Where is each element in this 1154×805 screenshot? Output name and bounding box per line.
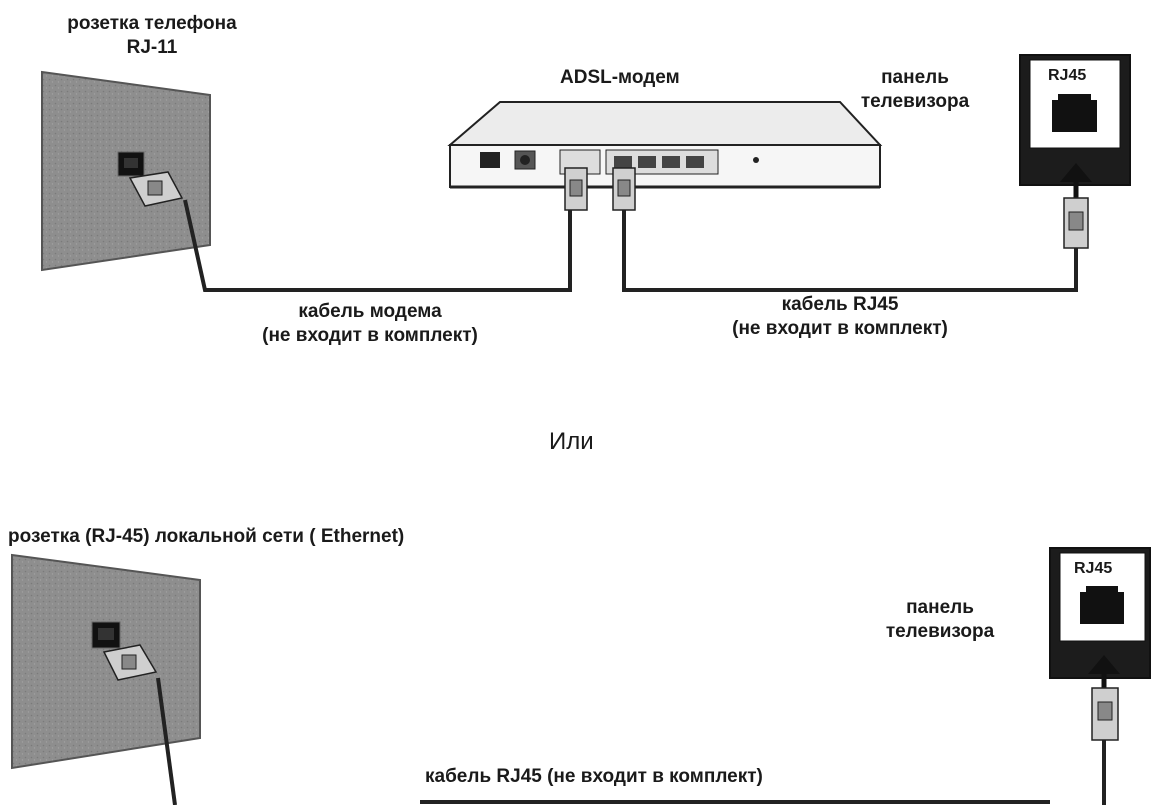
tv-port-label-2: RJ45 [1074, 560, 1113, 577]
rj45-port-icon [1080, 586, 1124, 624]
tv-port-label-1: RJ45 [1048, 67, 1087, 84]
rj45-cable-2 [156, 677, 177, 805]
tv-panel-label-2: панель телевизора [885, 597, 995, 642]
tv-panel-2 [1049, 547, 1151, 679]
modem-label: ADSL-модем [560, 67, 680, 88]
phone-jack-label: розетка телефона RJ-11 [67, 13, 237, 58]
phone-jack-rj11 [117, 151, 145, 177]
modem-plug-1 [564, 167, 588, 211]
phone-plug-1 [128, 171, 184, 207]
tv-plug-1 [1063, 197, 1089, 249]
arrow-up-icon [1088, 655, 1120, 674]
ethernet-jack-rj45 [91, 621, 121, 649]
rj45-cable-1 [622, 210, 1078, 292]
modem-cable [183, 199, 572, 292]
adsl-modem [447, 101, 883, 189]
rj45-cable-label-1: кабель RJ45 (не входит в комплект) [732, 294, 948, 339]
tv-plug-2 [1091, 687, 1119, 741]
rj45-port-icon [1052, 94, 1097, 132]
ethernet-jack-label: розетка (RJ-45) локальной сети ( Etherne… [8, 526, 405, 547]
tv-panel-1 [1019, 54, 1131, 186]
modem-cable-label: кабель модема (не входит в комплект) [262, 301, 478, 346]
wall-plate-2 [11, 553, 201, 770]
or-label: Или [549, 428, 594, 455]
ethernet-plug-2 [102, 644, 158, 681]
arrow-up-icon [1060, 163, 1092, 182]
tv-panel-label-1: панель телевизора [860, 67, 970, 112]
modem-plug-2 [612, 167, 636, 211]
rj45-cable-label-2: кабель RJ45 (не входит в комплект) [425, 766, 763, 787]
